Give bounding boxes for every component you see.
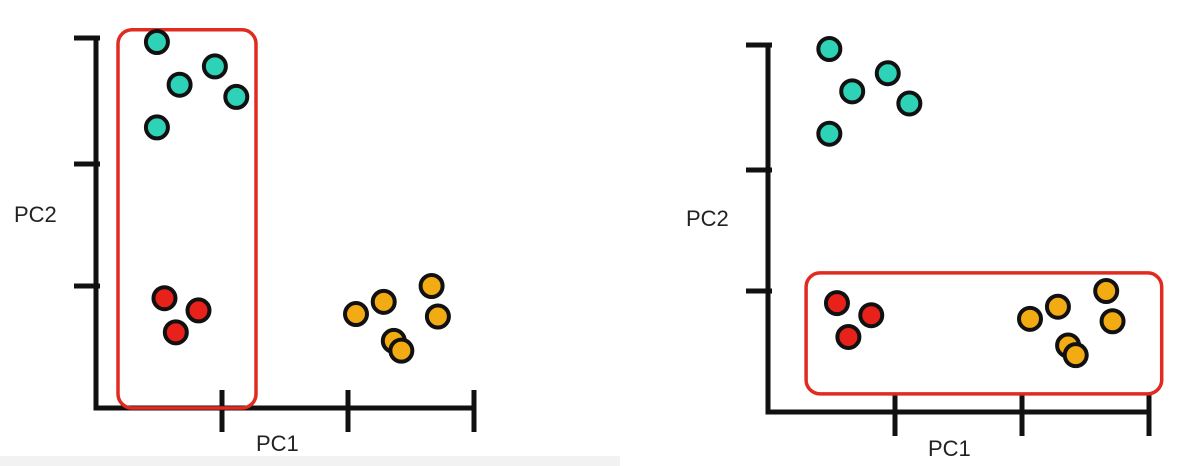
data-point-red bbox=[162, 319, 189, 346]
data-point-red bbox=[835, 323, 862, 350]
axes-right bbox=[746, 42, 1152, 436]
x-axis-label: PC1 bbox=[928, 436, 971, 461]
data-point-red bbox=[185, 297, 212, 324]
data-point-orange bbox=[370, 288, 397, 315]
y-axis-label: PC2 bbox=[686, 206, 729, 231]
data-point-cyan bbox=[816, 120, 843, 147]
data-point-orange bbox=[388, 337, 415, 364]
data-point-cyan bbox=[143, 114, 170, 141]
data-point-cyan bbox=[143, 29, 170, 55]
x-axis-label: PC1 bbox=[256, 431, 299, 456]
data-point-cyan bbox=[874, 60, 901, 87]
points-left bbox=[143, 29, 451, 364]
y-axis-label: PC2 bbox=[14, 202, 57, 227]
data-point-red bbox=[823, 290, 850, 317]
data-point-cyan bbox=[816, 36, 843, 62]
data-point-cyan bbox=[223, 83, 250, 110]
highlight-left bbox=[116, 28, 258, 410]
axes-left bbox=[74, 35, 477, 432]
highlight-box bbox=[116, 28, 258, 410]
data-point-orange bbox=[1017, 305, 1043, 332]
data-point-orange bbox=[343, 301, 369, 328]
data-point-orange bbox=[1044, 293, 1071, 320]
pca-plot-left: PC2 PC1 bbox=[14, 28, 477, 456]
data-point-orange bbox=[1062, 342, 1089, 369]
data-point-red bbox=[858, 302, 885, 329]
pca-plot-right: PC2 PC1 bbox=[686, 36, 1164, 461]
data-point-orange bbox=[1099, 308, 1126, 335]
data-point-cyan bbox=[166, 71, 193, 98]
data-point-cyan bbox=[896, 90, 923, 117]
data-point-orange bbox=[418, 273, 445, 299]
highlight-right bbox=[804, 271, 1164, 396]
data-point-orange bbox=[424, 303, 451, 330]
data-point-orange bbox=[1093, 278, 1120, 304]
data-point-cyan bbox=[201, 53, 228, 80]
bottom-strip bbox=[0, 456, 620, 466]
points-right bbox=[816, 36, 1126, 369]
data-point-red bbox=[151, 285, 178, 312]
highlight-box bbox=[804, 271, 1164, 396]
data-point-cyan bbox=[839, 78, 866, 105]
